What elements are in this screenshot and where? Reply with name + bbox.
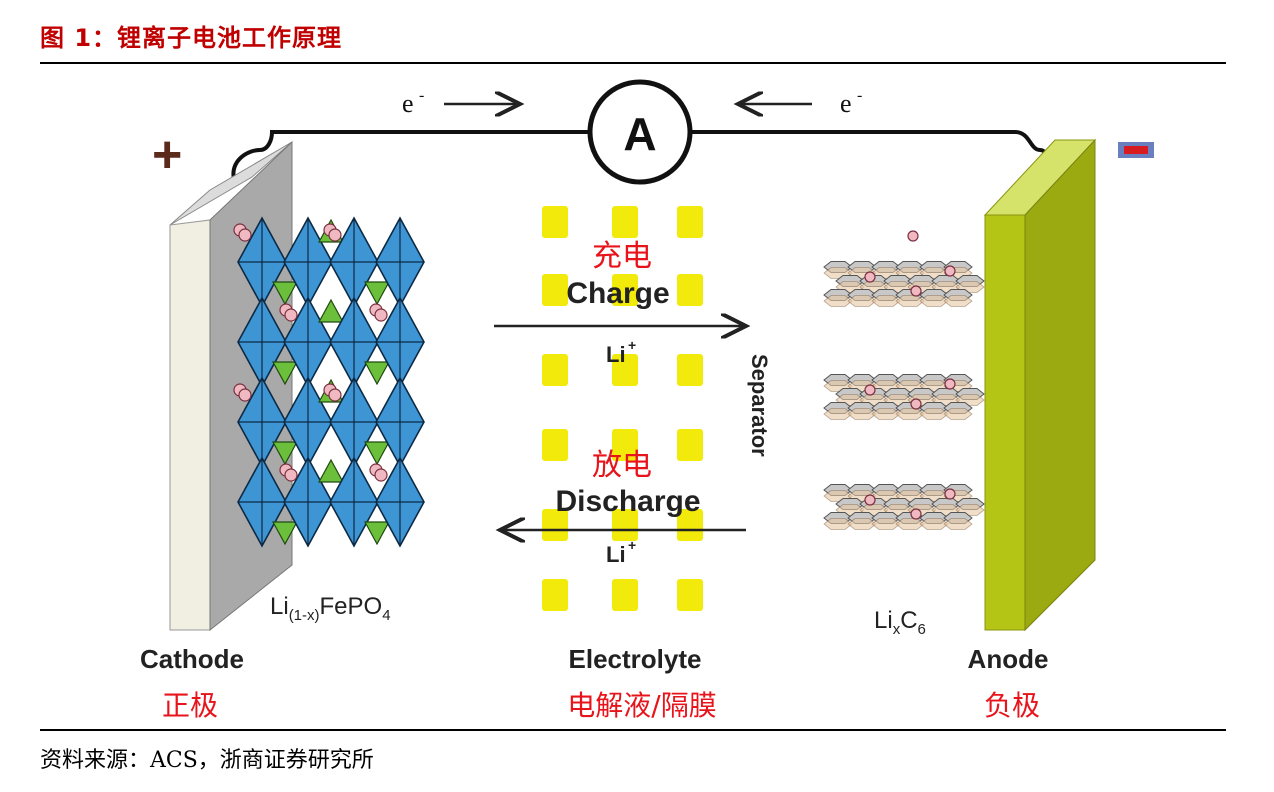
separator-dot (677, 274, 703, 306)
lithium-ion (374, 308, 388, 322)
separator-dot (612, 354, 638, 386)
separator-dot (612, 429, 638, 461)
figure-title: 图 1：锂离子电池工作原理 (40, 24, 343, 52)
lithium-ion (284, 308, 298, 322)
top-rule (40, 62, 1226, 64)
charge-label-zh: 充电 (592, 239, 652, 274)
separator-dot (542, 429, 568, 461)
discharge-ion-label: Li (606, 542, 626, 567)
lithium-ion (284, 468, 298, 482)
lattice-tetrahedron (271, 281, 299, 306)
electrolyte-label-zh: 电解液/隔膜 (567, 689, 716, 722)
lattice-tetrahedron (363, 281, 391, 306)
electron-label-left: e (402, 89, 414, 118)
lithium-ion (910, 508, 922, 520)
separator-dot (677, 579, 703, 611)
discharge-ion-superscript: + (628, 537, 636, 553)
separator-dot (612, 579, 638, 611)
charge-block: 充电 Charge Li + (494, 239, 746, 367)
charge-label-en: Charge (566, 277, 669, 310)
cathode-label-en: Cathode (140, 644, 244, 674)
cathode-material-label: Li(1-x)FePO4 (270, 593, 391, 624)
discharge-block: 放电 Discharge Li + (500, 448, 746, 567)
electrolyte-label-en: Electrolyte (569, 644, 702, 674)
separator-label: Separator (747, 354, 772, 457)
lithium-ion (328, 228, 342, 242)
electron-label-right: e (840, 89, 852, 118)
external-circuit: A (231, 79, 1049, 185)
electron-superscript-right: - (857, 87, 862, 104)
bottom-rule (40, 729, 1226, 731)
separator-membrane (542, 206, 703, 611)
separator-dot (542, 354, 568, 386)
separator-dot (677, 354, 703, 386)
separator-dot (542, 206, 568, 238)
ammeter-circle (587, 79, 693, 185)
separator-dot (542, 579, 568, 611)
separator-dot (612, 206, 638, 238)
lithium-ion (864, 384, 876, 396)
lattice-tetrahedron (271, 521, 299, 546)
anode-plate (983, 138, 1097, 632)
discharge-label-zh: 放电 (592, 448, 652, 483)
charge-ion-label: Li (606, 342, 626, 367)
lattice-tetrahedron (317, 298, 345, 323)
charge-ion-superscript: + (628, 337, 636, 353)
electron-flow-right: e - (738, 87, 862, 118)
lithium-ion (238, 228, 252, 242)
cathode-crystal-lattice (233, 216, 425, 548)
anode-label-en: Anode (968, 644, 1049, 674)
cathode-plate (169, 140, 293, 632)
lattice-tetrahedron (363, 521, 391, 546)
lattice-tetrahedron (271, 441, 299, 466)
anode-label-zh: 负极 (984, 689, 1040, 722)
lithium-ion (374, 468, 388, 482)
lithium-ion (910, 398, 922, 410)
electron-flow-left: e - (402, 87, 520, 118)
separator-dot (677, 429, 703, 461)
lithium-ion (907, 230, 919, 242)
separator-dot (612, 274, 638, 306)
anode-material-label: LixC6 (874, 607, 926, 638)
cathode-label-zh: 正极 (162, 689, 218, 722)
separator-dot (612, 509, 638, 541)
separator-dot (542, 509, 568, 541)
ammeter-label: A (623, 108, 656, 160)
lithium-ion (944, 378, 956, 390)
minus-terminal-icon (1118, 142, 1154, 158)
separator-dot (677, 509, 703, 541)
separator-dot (677, 206, 703, 238)
anode-graphite-layers (823, 230, 985, 530)
lattice-tetrahedron (317, 458, 345, 483)
lattice-tetrahedron (363, 361, 391, 386)
lithium-ion (944, 265, 956, 277)
lattice-tetrahedron (363, 441, 391, 466)
lithium-ion (864, 271, 876, 283)
separator-dot (542, 274, 568, 306)
lithium-ion (238, 388, 252, 402)
lithium-ion (864, 494, 876, 506)
electron-superscript-left: - (419, 87, 424, 104)
lattice-tetrahedron (271, 361, 299, 386)
lithium-ion (944, 488, 956, 500)
lithium-ion (910, 285, 922, 297)
lithium-ion (328, 388, 342, 402)
plus-terminal-icon: + (152, 126, 182, 184)
discharge-label-en: Discharge (555, 485, 700, 518)
source-note: 资料来源：ACS，浙商证券研究所 (40, 748, 374, 773)
